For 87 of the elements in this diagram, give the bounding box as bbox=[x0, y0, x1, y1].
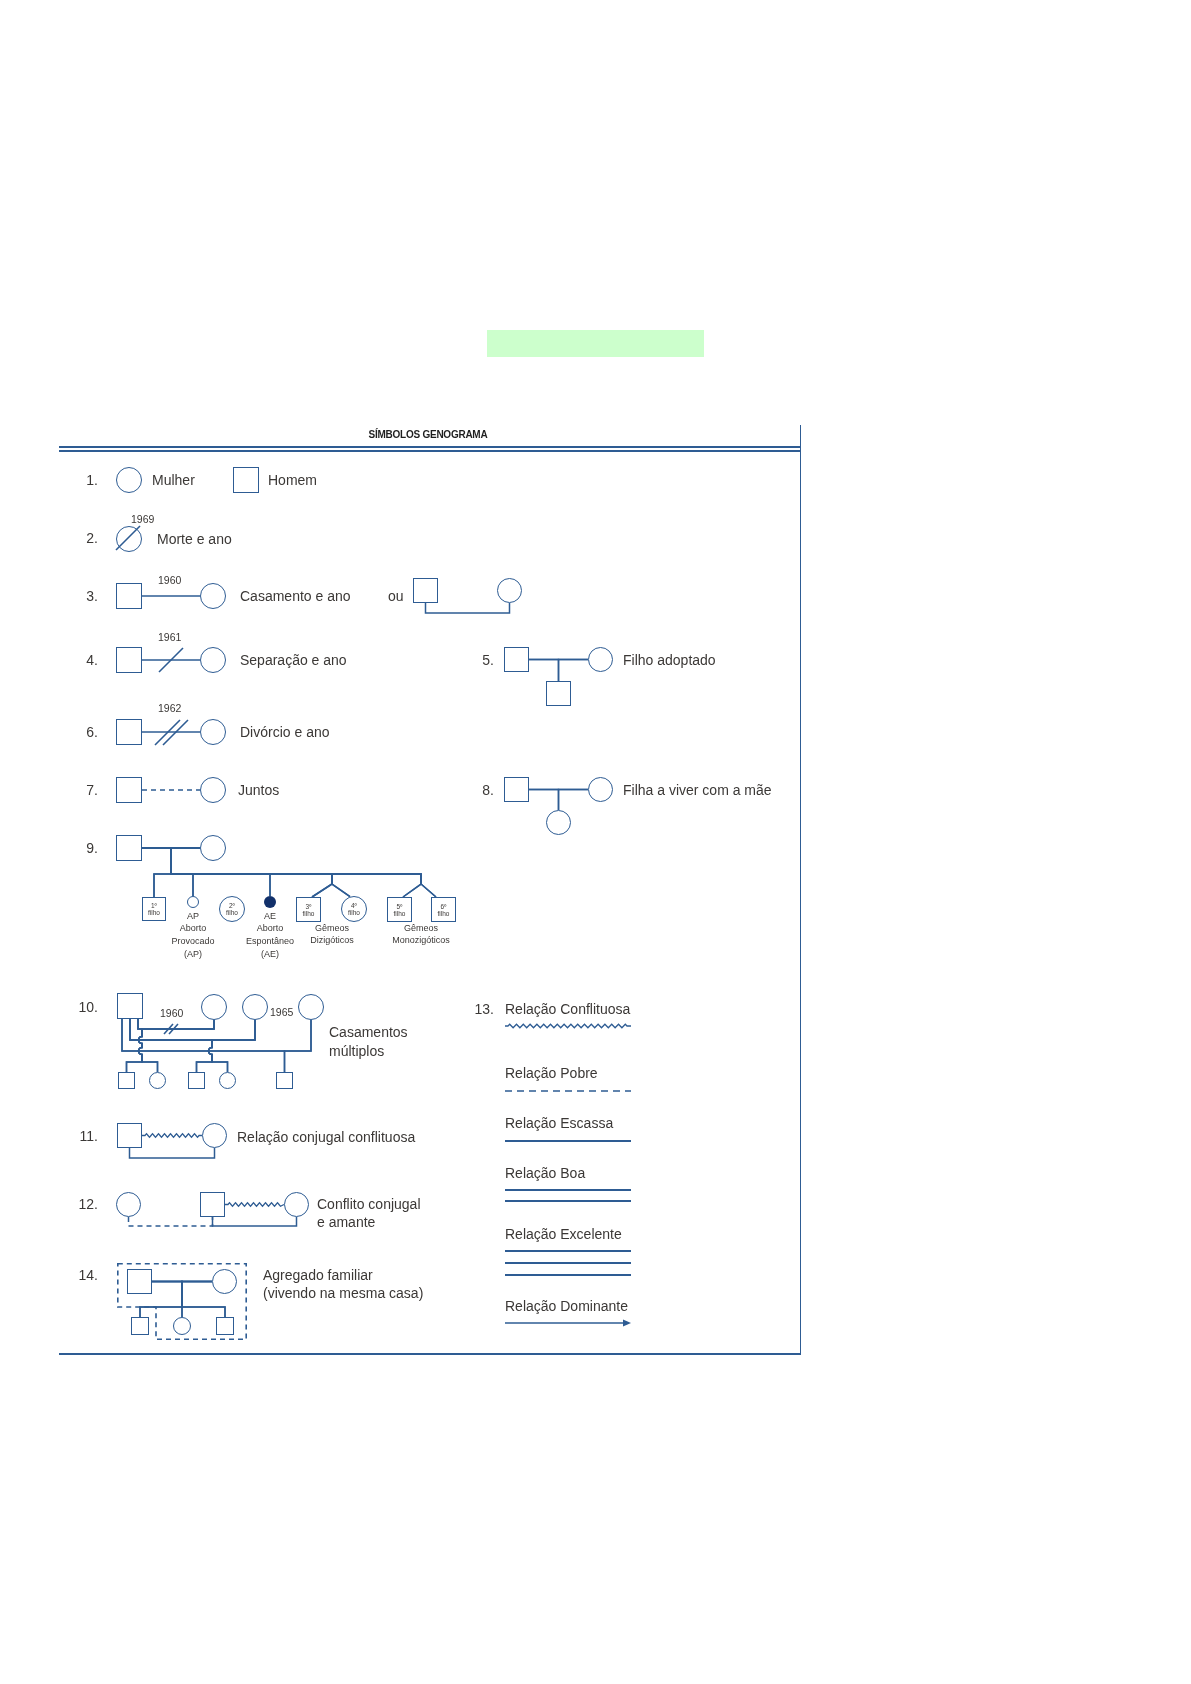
legend-label: Relação Boa bbox=[505, 1164, 586, 1182]
item-number: 14. bbox=[77, 1266, 98, 1284]
item-number: 6. bbox=[85, 723, 98, 741]
square-symbol bbox=[117, 1123, 142, 1148]
legend-label: Relação Escassa bbox=[505, 1114, 614, 1132]
item-number: 12. bbox=[77, 1195, 98, 1213]
symbol-caption: Casamentos múltiplos bbox=[329, 1022, 409, 1061]
item-number: 13. bbox=[473, 1000, 494, 1018]
square-symbol bbox=[127, 1269, 152, 1294]
couple-line bbox=[141, 595, 201, 597]
square-symbol bbox=[200, 1192, 225, 1217]
year-label: 1961 bbox=[158, 631, 182, 643]
legend-label: Relação Pobre bbox=[505, 1064, 598, 1082]
symbol-caption: Conflito conjugal e amante bbox=[317, 1195, 422, 1231]
symbol-caption: Mulher bbox=[152, 471, 195, 489]
square-symbol bbox=[387, 897, 412, 922]
legend-label: Relação Excelente bbox=[505, 1225, 622, 1243]
zigzag-line bbox=[141, 1132, 203, 1139]
descent-line bbox=[207, 1019, 256, 1073]
legend-label: Relação Conflituosa bbox=[505, 1000, 631, 1018]
chart-title: SÍMBOLOS GENOGRAMA bbox=[367, 429, 489, 441]
square-symbol bbox=[116, 583, 142, 609]
square-symbol bbox=[116, 719, 142, 745]
descent-line bbox=[557, 658, 589, 682]
abbreviation-label: AE bbox=[263, 909, 277, 923]
item-number: 8. bbox=[481, 781, 494, 799]
dashed-line bbox=[141, 789, 201, 791]
square-symbol bbox=[413, 578, 438, 603]
couple-line bbox=[424, 602, 511, 614]
square-symbol bbox=[216, 1317, 234, 1335]
item-number: 1. bbox=[85, 471, 98, 489]
symbol-caption: Relação conjugal conflituosa bbox=[237, 1128, 416, 1146]
symbol-caption: Separação e ano bbox=[240, 651, 347, 669]
twin-caption: Gêmeos Monozigóticos bbox=[391, 921, 451, 948]
item-number: 9. bbox=[85, 839, 98, 857]
item-number: 11. bbox=[78, 1127, 98, 1145]
year-label: 1969 bbox=[131, 513, 155, 525]
year-label: 1962 bbox=[158, 702, 182, 714]
couple-line bbox=[141, 659, 201, 661]
item-number: 10. bbox=[77, 998, 98, 1016]
abbreviation-label: AP bbox=[186, 909, 200, 923]
symbol-caption: Agregado familiar (vivendo na mesma casa) bbox=[263, 1266, 425, 1302]
square-symbol bbox=[233, 467, 259, 493]
symbol-caption: Aborto Provocado (AP) bbox=[170, 922, 216, 961]
square-symbol bbox=[116, 835, 142, 861]
square-symbol bbox=[504, 647, 529, 672]
couple-line bbox=[211, 1216, 298, 1227]
item-number: 2. bbox=[85, 529, 98, 547]
year-label: 1965 bbox=[270, 1006, 294, 1018]
item-number: 7. bbox=[85, 781, 98, 799]
year-label: 1960 bbox=[160, 1007, 184, 1019]
descent-line bbox=[181, 1280, 226, 1318]
symbol-caption: Homem bbox=[268, 471, 317, 489]
symbol-caption: Casamento e ano bbox=[240, 587, 351, 605]
item-number: 3. bbox=[85, 587, 98, 605]
item-number: 5. bbox=[481, 651, 494, 669]
symbol-caption: Juntos bbox=[238, 781, 280, 799]
symbol-caption: Divórcio e ano bbox=[240, 723, 330, 741]
square-symbol bbox=[116, 777, 142, 803]
alternative-label: ou bbox=[388, 587, 404, 605]
square-symbol bbox=[142, 897, 166, 921]
zigzag-line bbox=[224, 1201, 285, 1208]
symbol-caption: Filho adoptado bbox=[623, 651, 716, 669]
square-symbol bbox=[118, 1072, 135, 1089]
square-symbol bbox=[276, 1072, 293, 1089]
square-symbol bbox=[546, 681, 571, 706]
symbol-caption: Morte e ano bbox=[157, 530, 232, 548]
symbol-caption: Filha a viver com a mãe bbox=[623, 781, 772, 799]
square-symbol bbox=[116, 647, 142, 673]
descent-line bbox=[557, 788, 589, 811]
square-symbol bbox=[504, 777, 529, 802]
couple-line bbox=[128, 1147, 216, 1159]
household-boundary bbox=[117, 1263, 247, 1340]
year-label: 1960 bbox=[158, 574, 182, 586]
symbol-caption: Aborto Espontâneo (AE) bbox=[244, 922, 295, 961]
square-symbol bbox=[296, 897, 321, 922]
square-symbol bbox=[117, 993, 143, 1019]
square-symbol bbox=[431, 897, 456, 922]
twin-caption: Gêmeos Dizigóticos bbox=[309, 921, 355, 948]
couple-line bbox=[141, 731, 201, 733]
square-symbol bbox=[188, 1072, 205, 1089]
deceased-symbol bbox=[116, 526, 142, 552]
legend-label: Relação Dominante bbox=[505, 1297, 628, 1315]
square-symbol bbox=[131, 1317, 149, 1335]
item-number: 4. bbox=[85, 651, 98, 669]
dashed-line bbox=[127, 1216, 214, 1227]
descent-line bbox=[283, 1019, 312, 1073]
